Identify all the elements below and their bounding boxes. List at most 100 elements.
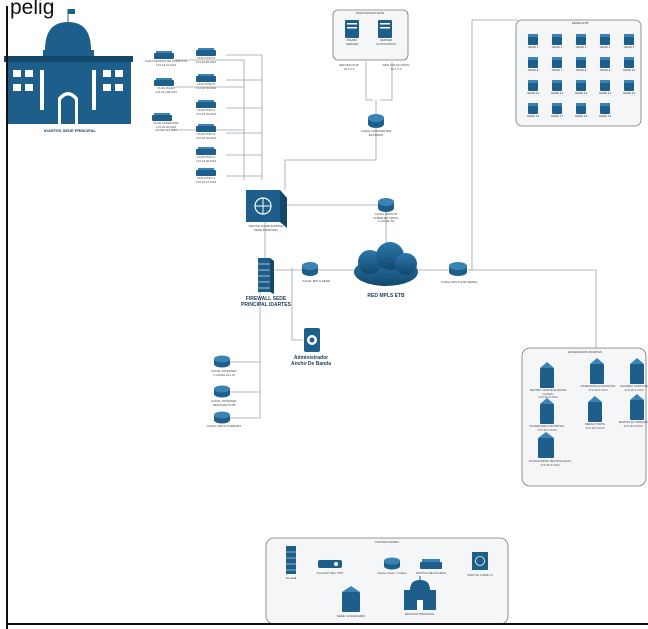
sede-building-icon	[528, 34, 538, 45]
sede-principal-label: IDARTES SEDE PRINCIPAL	[44, 128, 96, 133]
connection-lines	[172, 19, 597, 419]
vlan-label-telefonia: VLAN TELEFONIA 172.16.20.0/24 10.203.213…	[153, 121, 179, 133]
sede-label: SEDE 17	[550, 114, 564, 118]
access-switch-icon	[196, 100, 216, 108]
sede-label: SEDE 1	[527, 45, 539, 49]
frame-border-left	[6, 6, 8, 629]
escenario-label: MEDIA TORTA 172.16.X.X/24	[585, 422, 605, 430]
core-switch-icon	[472, 552, 488, 570]
legend-title: CONVENCIONES	[374, 540, 400, 544]
server-icon	[345, 20, 359, 38]
firewall-label: FIREWALL SEDE PRINCIPAL IDARTES	[241, 296, 291, 308]
sede-label: SEDE 14	[598, 91, 612, 95]
sede-label: SEDE 12	[550, 91, 564, 95]
access-switch-icon	[154, 51, 174, 59]
legend-item-label: SWITCH CORE L3	[467, 573, 493, 577]
sede-building-icon	[600, 34, 610, 45]
firewall-icon	[286, 546, 296, 574]
sedes-etb-title: SEDES ETB	[571, 21, 589, 25]
vlan-label-wlan: VLAN WLAN 172.16.100.0/24	[155, 86, 177, 94]
access-switch-icon	[420, 559, 442, 569]
sede-building-icon	[624, 57, 634, 68]
sede-building-icon	[576, 103, 586, 114]
server-icon	[378, 20, 392, 38]
sede-label: SEDE 19	[598, 114, 612, 118]
sede-label: SEDE 15	[622, 91, 636, 95]
vlan-label-centro-computo: VLAN CENTRO DE COMPUTO 172.16.10.0/24	[144, 59, 188, 67]
building-icon	[588, 396, 602, 422]
canal-backup-label: CANAL BACKUP INTERNET MOVIL 1 CANAL 50	[373, 212, 399, 224]
internet-channel-label: CANAL MPLS INTERNET	[206, 424, 242, 428]
access-switch-icon	[196, 124, 216, 132]
internet-channel-label: CANAL INTERNET 1 CANAL ALL IP	[211, 369, 237, 377]
vlan-label-piso-3: VLAN PISO 3 172.16.30.0/24	[195, 132, 217, 140]
access-switch-icon	[154, 78, 174, 86]
datacenter-title: DATACENTER MAIN	[355, 11, 385, 15]
escenario-label: TEATRO JORGE ELIECER GAITAN 172.16.X.X/2…	[529, 388, 567, 400]
sede-label: SEDE 3	[575, 45, 587, 49]
sede-building-icon	[624, 80, 634, 91]
legend-item-label: SEDE / ESCENARIO	[336, 614, 366, 618]
building-icon	[630, 358, 644, 384]
sede-principal-building-icon	[4, 9, 133, 124]
escenario-label: GALERIA SANTA FE 172.16.X.X/24	[620, 384, 648, 392]
sede-building-icon	[600, 80, 610, 91]
vlan-label-piso-2: VLAN PISO 2 172.16.20.0/24	[195, 155, 217, 163]
red-mpls-label: RED MPLS ETB	[367, 293, 405, 299]
sede-label: SEDE 4	[599, 45, 611, 49]
sedes-etb-box	[515, 19, 642, 127]
sede-building-icon	[576, 34, 586, 45]
frame-border-bottom	[6, 623, 648, 625]
sede-building-icon	[600, 57, 610, 68]
sedes-grid	[528, 34, 634, 114]
router-icon	[449, 262, 467, 276]
sede-label: SEDE 18	[574, 114, 588, 118]
escenario-label: TEATRO EL PARQUE 172.16.X.X/24	[618, 420, 648, 428]
sede-label: SEDE 10	[622, 68, 636, 72]
sede-building-icon	[624, 34, 634, 45]
sede-label: SEDE 11	[526, 91, 540, 95]
escenarios-title: ESCENARIOS IDARTES	[568, 350, 602, 354]
datacenter-server-label: SERVER COLOCATION	[376, 38, 396, 46]
sede-building-icon	[528, 80, 538, 91]
internet-channel-label: CANAL INTERNET DEDICADO ETB	[211, 399, 237, 407]
vlan-switches	[152, 48, 216, 176]
vlan-label-piso-4: VLAN PISO 4 172.16.40.0/24	[195, 108, 217, 116]
main-building-icon	[404, 576, 436, 610]
bandwidth-manager-icon	[304, 328, 320, 352]
router-icon	[214, 411, 230, 424]
canal-datacenter-label: CANAL DATACENTER EXTERNO	[360, 129, 392, 137]
sede-building-icon	[552, 57, 562, 68]
building-icon	[342, 586, 360, 612]
legend-box	[265, 537, 509, 625]
legend-item-label: EDIFICIO PRINCIPAL	[405, 612, 435, 616]
sede-label: SEDE 2	[551, 45, 563, 49]
sede-label: SEDE 13	[574, 91, 588, 95]
sede-building-icon	[552, 34, 562, 45]
legend-item-label: Tunnel IP SEC VPN	[316, 571, 344, 575]
firewall-icon	[258, 258, 274, 294]
admin-bandwidth-label: Administrador Ancho De Banda	[290, 355, 331, 367]
sede-label: SEDE 7	[551, 68, 563, 72]
escenario-label: CINEMATECA DISTRITAL 172.16.X.X/24	[580, 384, 616, 392]
legend-item-label: SWITCH DE ACCESO	[415, 571, 447, 575]
router-icon	[378, 198, 394, 212]
sede-building-icon	[576, 80, 586, 91]
sede-label: SEDE 16	[526, 114, 540, 118]
access-switch-icon	[152, 113, 172, 121]
router-icon	[368, 114, 384, 128]
router-icon	[214, 355, 230, 368]
switch-core-label: SWITCH CORE IDARTES SEDE PRINCIPAL	[248, 224, 284, 232]
sede-building-icon	[552, 80, 562, 91]
vpn-tunnel-icon	[318, 560, 342, 568]
sede-label: SEDE 9	[599, 68, 611, 72]
access-switch-icon	[196, 48, 216, 56]
sede-building-icon	[528, 57, 538, 68]
escenarios-icons	[538, 358, 644, 458]
mpls-cloud-icon	[354, 242, 418, 286]
canal-mpls-sede-label: CANAL MPLS SEDE	[302, 279, 330, 283]
sede-building-icon	[576, 57, 586, 68]
vlan-label-piso-5: VLAN PISO 5 172.16.50.0/24	[195, 82, 217, 90]
building-icon	[590, 358, 604, 384]
